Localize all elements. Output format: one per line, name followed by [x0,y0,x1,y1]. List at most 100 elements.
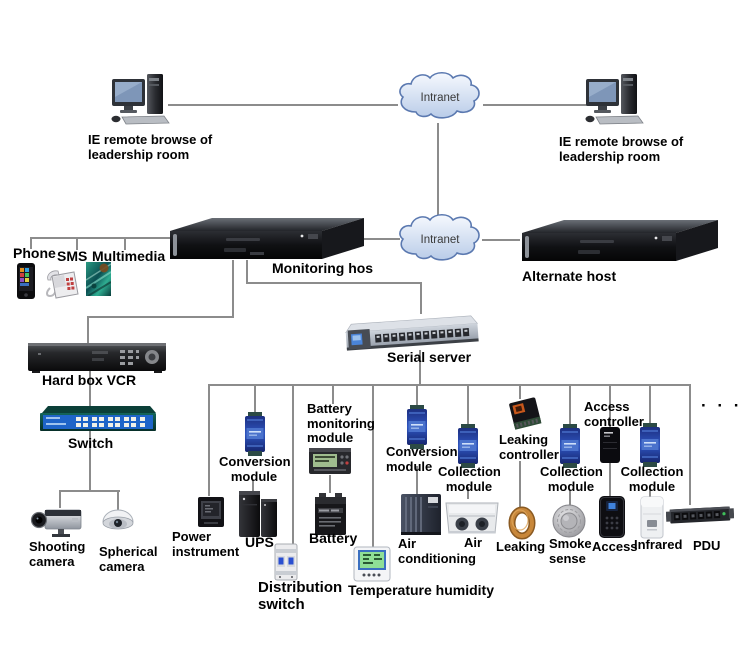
cloud-label: Intranet [420,92,460,104]
connector-line [372,384,374,547]
more-devices-ellipsis: · · · [701,396,743,415]
connector-line [89,431,91,491]
serial-server-label: Serial server [387,349,472,365]
ups-icon [238,490,278,543]
connector-line [519,461,521,507]
connector-line [569,491,571,505]
connector-line [420,282,422,314]
connector-line [292,384,294,544]
connector-line [30,237,32,249]
spherical-camera-label: Spherical camera [99,544,158,574]
connector-line [30,237,170,239]
pdu-icon [665,503,735,532]
connector-line [89,371,91,408]
conversion-module-2-label: Conversion module [386,444,458,474]
collection-module-icon [558,424,582,473]
infrared-sensor-icon [640,496,664,544]
phone-label: Phone [13,245,56,261]
connector-line [87,316,89,344]
shooting-camera-icon [28,504,88,544]
power-instrument-label: Power instrument [172,529,240,559]
switch-label: Switch [68,435,114,451]
distribution-switch-label: Distribution switch [258,579,343,613]
battery-monitoring-module-label: Battery monitoring module [307,401,375,446]
conversion-module-icon [243,412,267,461]
telephone-icon [44,266,80,305]
connector-line [117,490,119,512]
intranet-cloud-top [394,70,486,131]
power-instrument-icon [198,496,224,533]
connector-line [419,350,421,386]
connector-line [208,384,210,496]
desktop-computer-icon [110,73,170,132]
ups-label: UPS [245,534,274,550]
connector-line [689,384,691,505]
cloud-icon [399,213,480,261]
access-reader-icon [597,495,627,544]
connector-line [569,384,571,427]
air-unit-icon [443,497,501,543]
connector-line [332,384,334,404]
serial-server-icon [342,310,482,359]
alternate-host-server-icon [518,216,720,271]
connector-line [168,104,398,106]
connector-line [87,316,234,318]
battery-monitor-icon [308,446,352,481]
switch-icon [38,405,158,439]
access-label: Access [592,539,638,554]
smartphone-icon [16,263,36,305]
hard-box-vcr-icon [28,341,166,378]
desktop-computer-icon [584,73,644,132]
connector-line [232,260,234,318]
connector-line [124,237,126,250]
air-conditioning-icon [400,493,442,541]
access-controller-icon [598,426,622,469]
temperature-humidity-label: Temperature humidity [348,582,494,598]
multimedia-icon [85,262,112,301]
temperature-humidity-sensor-icon [353,546,391,587]
remote-browse-left-label: IE remote browse of leadership room [88,132,213,162]
connector-line [609,463,611,497]
hard-box-vcr-label: Hard box VCR [42,372,137,388]
air-label: Air [464,535,483,550]
connector-line [246,260,248,284]
conversion-module-1-label: Conversion module [219,454,291,484]
air-conditioning-label: Air conditioning [398,536,476,566]
connector-line [247,282,422,284]
cloud-label: Intranet [420,234,460,246]
spherical-camera-icon [100,508,136,541]
connector-line [60,490,120,492]
remote-browse-right-label: IE remote browse of leadership room [559,134,684,164]
connector-line [467,487,469,499]
connector-line [254,384,256,415]
connector-line [519,384,521,399]
battery-icon [312,492,348,541]
collection-module-1-label: Collection module [438,464,501,494]
connector-line [437,123,439,216]
infrared-label: Infrared [634,537,683,552]
connector-line [609,384,611,427]
sms-label: SMS [57,248,88,264]
intranet-cloud-middle [394,212,486,273]
collection-module-icon [638,423,662,472]
smoke-detector-icon [551,503,587,544]
connector-line [76,237,78,250]
connector-line [59,490,61,508]
shooting-camera-label: Shooting camera [29,539,86,569]
monitoring-host-server-icon [166,206,366,269]
connector-line [483,104,588,106]
conversion-module-icon [405,405,429,454]
connector-line [467,384,469,427]
connector-line [252,480,254,491]
collection-module-2-label: Collection module [540,464,603,494]
monitoring-host-label: Monitoring hos [272,260,374,276]
distribution-switch-icon [273,543,299,586]
connector-line [416,384,418,408]
multimedia-label: Multimedia [92,248,166,264]
collection-module-3-label: Collection module [620,464,684,494]
access-controller-label: Access controller [584,399,644,429]
field-bus-line [209,384,691,386]
battery-label: Battery [309,530,358,546]
leaking-controller-label: Leaking controller [499,432,559,462]
